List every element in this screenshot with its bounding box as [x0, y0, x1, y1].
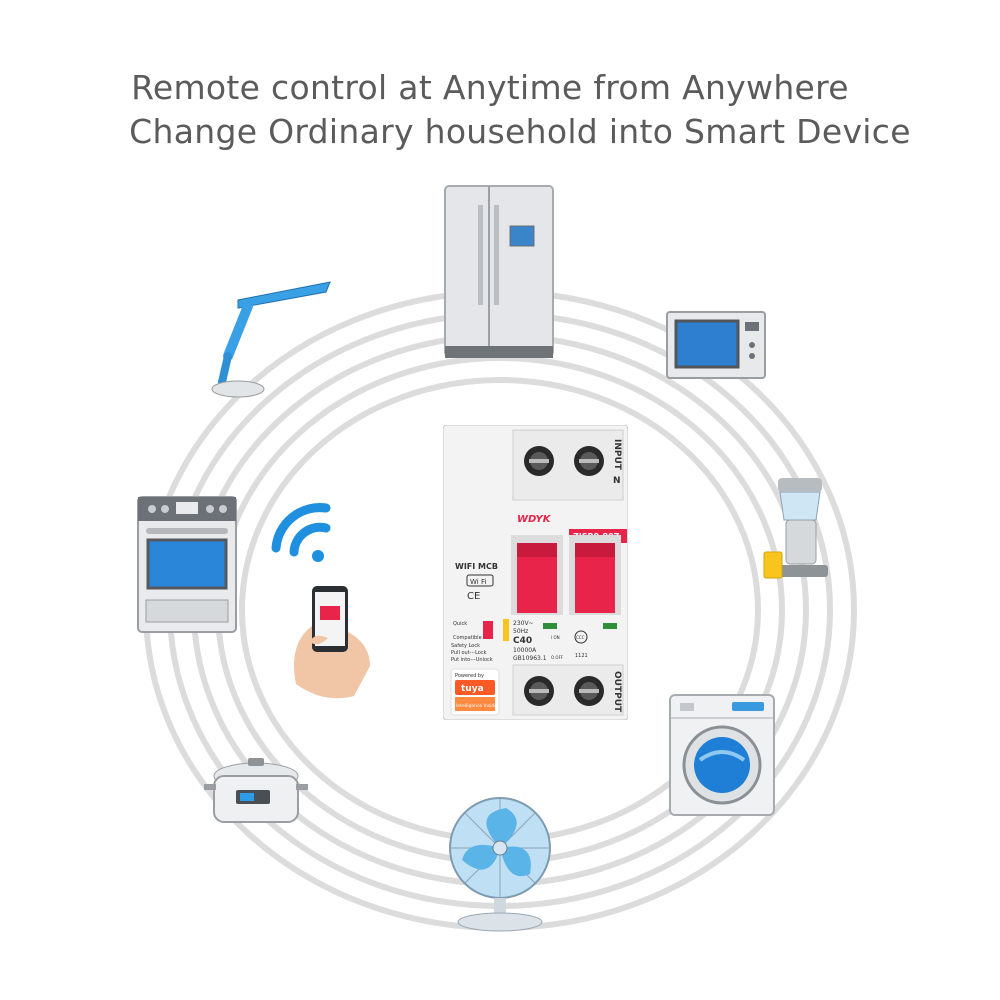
pull-out-label: Pull out---Lock	[451, 650, 487, 656]
output-terminal-screws	[524, 676, 604, 706]
rice-cooker-icon	[204, 758, 308, 823]
neutral-label: N	[613, 476, 621, 486]
tuya-logo: tuya	[461, 684, 484, 694]
off-label: O OFF	[551, 655, 564, 660]
intelligence-inside-label: Intelligence Inside	[456, 703, 497, 709]
oven-icon	[137, 496, 237, 633]
input-terminal-screws	[524, 446, 604, 476]
wifi-mcb-label: WIFI MCB	[455, 562, 498, 571]
refrigerator-icon	[444, 185, 554, 358]
voltage-label: 230V~	[513, 620, 534, 627]
breaker-toggle-switches[interactable]	[511, 535, 621, 615]
fan-icon	[449, 797, 551, 932]
standard-label: GB10963.1	[513, 655, 547, 662]
brand-logo: WDYK	[517, 514, 552, 525]
frequency-label: 50Hz	[513, 628, 528, 635]
compatible-label: Compatible	[453, 635, 482, 641]
quick-label: Quick	[453, 621, 467, 627]
wifi-badge: Wi Fi	[470, 578, 486, 586]
juicer-icon	[763, 478, 828, 579]
headline-line-2: Change Ordinary household into Smart Dev…	[129, 112, 911, 151]
ce-mark: CE	[467, 591, 480, 602]
desk-lamp-icon	[211, 281, 331, 398]
safety-lock-label: Safety Lock	[451, 643, 480, 649]
quick-lock-tab[interactable]	[483, 621, 493, 639]
washing-machine-icon	[669, 694, 775, 816]
smart-circuit-breaker: INPUT N WDYK ZJSB9-80Z WIFI MCB Wi Fi CE…	[443, 425, 628, 720]
smartphone-in-hand-icon	[294, 586, 370, 699]
powered-by-label: Powered by	[455, 673, 484, 679]
put-into-label: Put into---Unlock	[451, 657, 493, 663]
rating-label: C40	[513, 636, 532, 646]
breaking-capacity: 10000A	[513, 647, 537, 654]
on-label: I ON	[551, 635, 560, 640]
wifi-signal-icon	[271, 503, 331, 562]
ccc-mark: CCC	[576, 635, 585, 640]
input-label: INPUT	[612, 439, 622, 471]
microwave-icon	[666, 311, 766, 379]
headline-line-1: Remote control at Anytime from Anywhere	[131, 68, 849, 107]
output-label: OUTPUT	[612, 671, 622, 713]
certificate-code: 1121	[575, 653, 588, 659]
